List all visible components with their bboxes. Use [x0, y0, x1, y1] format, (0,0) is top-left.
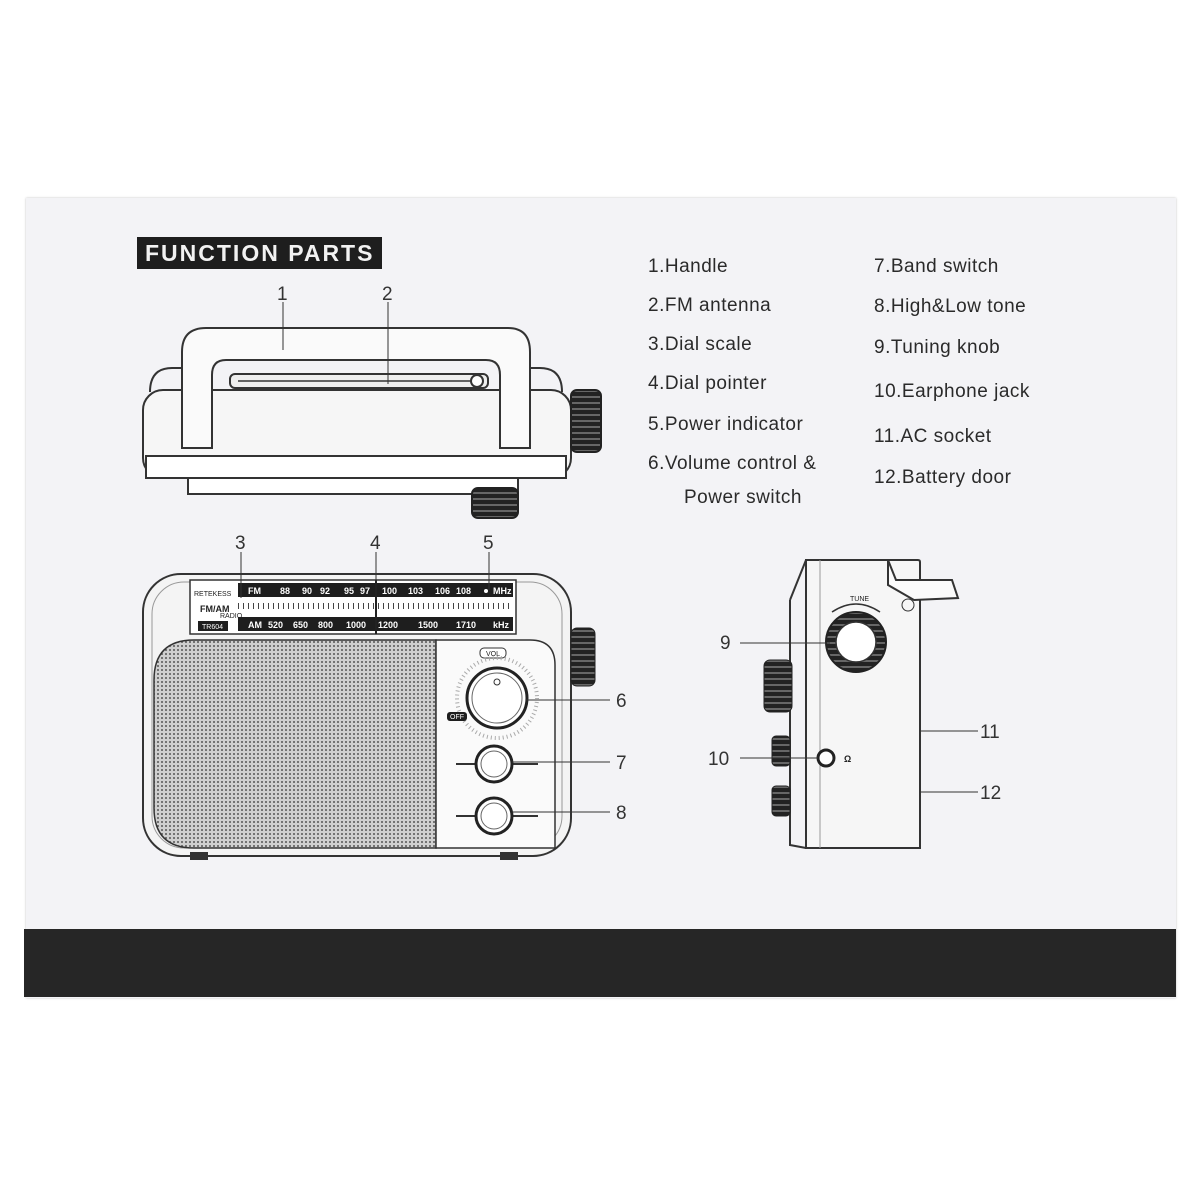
- model-code: TR604: [202, 624, 223, 631]
- fm-scale-108: 108: [456, 586, 471, 596]
- side-view-diagram: TUNE Ω: [763, 559, 960, 849]
- earphone-symbol: Ω: [844, 754, 851, 764]
- section-title: FUNCTION PARTS: [137, 237, 383, 269]
- fm-scale-88: 88: [280, 586, 290, 596]
- part-label-battery-door: 12.Battery door: [874, 467, 1012, 488]
- speaker-grille: [153, 639, 437, 849]
- part-label-dial-scale: 3.Dial scale: [648, 334, 753, 355]
- fm-scale-95: 95: [344, 586, 354, 596]
- part-label-power-indicator: 5.Power indicator: [648, 414, 804, 435]
- part-label-earphone-jack: 10.Earphone jack: [874, 381, 1030, 402]
- part-label-band-switch: 7.Band switch: [874, 256, 999, 277]
- callout-5: 5: [483, 533, 494, 554]
- part-label-volume-control: 6.Volume control &: [648, 453, 817, 474]
- part-label-ac-socket: 11.AC socket: [874, 426, 992, 447]
- part-label-power-switch: Power switch: [684, 487, 802, 508]
- model-line-1: FM/AM: [200, 604, 230, 614]
- callout-3: 3: [235, 533, 246, 554]
- callout-4: 4: [370, 533, 381, 554]
- dial-scale-panel: FM AM 88 90 92 95 97 100 103 106 108 MHz…: [189, 579, 517, 635]
- am-scale-650: 650: [293, 620, 308, 630]
- band-switch-knob[interactable]: [456, 744, 538, 784]
- power-indicator-light: [484, 589, 488, 593]
- top-view-diagram: [142, 327, 602, 519]
- fm-unit: MHz: [493, 586, 512, 596]
- fm-scale-100: 100: [382, 586, 397, 596]
- am-scale-800: 800: [318, 620, 333, 630]
- dark-bottom-band: [24, 929, 1176, 997]
- am-scale-1500: 1500: [418, 620, 438, 630]
- part-label-tone: 8.High&Low tone: [874, 296, 1027, 317]
- callout-7: 7: [616, 753, 627, 774]
- fm-scale-106: 106: [435, 586, 450, 596]
- fm-scale-90: 90: [302, 586, 312, 596]
- part-label-fm-antenna: 2.FM antenna: [648, 295, 772, 316]
- front-view-diagram: FM AM 88 90 92 95 97 100 103 106 108 MHz…: [142, 573, 596, 860]
- callout-10: 10: [708, 749, 729, 770]
- callout-lines: [240, 302, 978, 813]
- part-label-tuning-knob: 9.Tuning knob: [874, 337, 1001, 358]
- brand-logo: RETEKESS: [194, 591, 232, 598]
- tone-switch-knob[interactable]: [456, 796, 538, 836]
- am-scale-1000: 1000: [346, 620, 366, 630]
- part-label-dial-pointer: 4.Dial pointer: [648, 373, 767, 394]
- fm-scale-97: 97: [360, 586, 370, 596]
- fm-scale-103: 103: [408, 586, 423, 596]
- off-label: OFF: [450, 714, 464, 721]
- tune-label: TUNE: [850, 596, 869, 603]
- tuning-knob[interactable]: TUNE: [825, 596, 887, 673]
- am-scale-1200: 1200: [378, 620, 398, 630]
- callout-2: 2: [382, 284, 393, 305]
- callout-11: 11: [980, 722, 1000, 743]
- am-band-label: AM: [248, 620, 262, 630]
- fm-band-label: FM: [248, 586, 261, 596]
- vol-label: VOL: [486, 651, 500, 658]
- am-scale-1710: 1710: [456, 620, 476, 630]
- callout-9: 9: [720, 633, 731, 654]
- part-label-handle: 1.Handle: [648, 256, 729, 277]
- model-line-2: RADIO: [220, 613, 243, 620]
- callout-1: 1: [277, 284, 288, 305]
- am-scale-520: 520: [268, 620, 283, 630]
- volume-knob[interactable]: VOL OFF: [447, 647, 539, 740]
- callout-8: 8: [616, 803, 627, 824]
- callout-12: 12: [980, 783, 1001, 804]
- callout-6: 6: [616, 691, 627, 712]
- fm-scale-92: 92: [320, 586, 330, 596]
- am-unit: kHz: [493, 620, 510, 630]
